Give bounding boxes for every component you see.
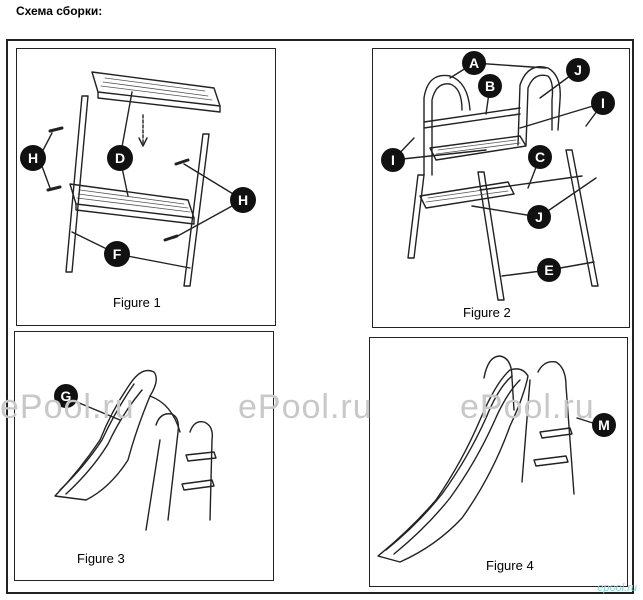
callout-f: F <box>104 241 130 267</box>
callout-h-left: H <box>20 145 46 171</box>
figure-2-ladder-drawing <box>392 62 604 301</box>
callout-i-right-label: I <box>601 95 605 111</box>
callout-b-label: B <box>485 78 495 94</box>
figure-4-label: Figure 4 <box>486 558 534 573</box>
callout-i-right: I <box>591 91 615 115</box>
callout-b: B <box>478 74 502 98</box>
callout-g: G <box>54 384 78 408</box>
callout-h-left-label: H <box>28 150 38 166</box>
figure-1-ladder-drawing <box>38 71 244 287</box>
callout-m: M <box>592 413 616 437</box>
callout-e-label: E <box>544 262 553 278</box>
callout-c-label: C <box>535 149 545 165</box>
callout-j-top-label: J <box>574 62 582 78</box>
callouts: H D H F A J B I <box>20 51 616 437</box>
figure-4-panel <box>369 337 628 587</box>
figure-1-label: Figure 1 <box>113 295 161 310</box>
callout-a-label: A <box>469 55 479 71</box>
callout-a: A <box>462 51 486 75</box>
figure-2-label: Figure 2 <box>463 305 511 320</box>
figure-3-label: Figure 3 <box>77 551 125 566</box>
callout-f-label: F <box>113 246 122 262</box>
figure-3-panel <box>14 331 274 581</box>
callout-g-label: G <box>61 388 72 404</box>
callout-j-top: J <box>566 58 590 82</box>
callout-i-left-label: I <box>391 152 395 168</box>
callout-h-right: H <box>230 187 256 213</box>
watermark-left: ePool.ru <box>0 388 135 426</box>
figure-3-slide-drawing <box>54 369 217 531</box>
callout-c: C <box>528 145 552 169</box>
callout-d-label: D <box>115 150 125 166</box>
figure-4-slide-drawing <box>377 355 597 563</box>
callout-e: E <box>537 258 561 282</box>
page-title: Схема сборки: <box>16 4 103 18</box>
callout-j-bottom-label: J <box>535 209 543 225</box>
callout-d: D <box>107 145 133 171</box>
callout-j-bottom: J <box>527 205 551 229</box>
callout-i-left: I <box>381 148 405 172</box>
watermark-corner-logo: epool.ru <box>597 582 637 594</box>
assembly-frame <box>6 39 634 594</box>
watermark-right: ePool.ru <box>460 388 595 426</box>
watermark-center: ePool.ru <box>238 388 373 426</box>
callout-h-right-label: H <box>238 192 248 208</box>
callout-m-label: M <box>598 417 610 433</box>
